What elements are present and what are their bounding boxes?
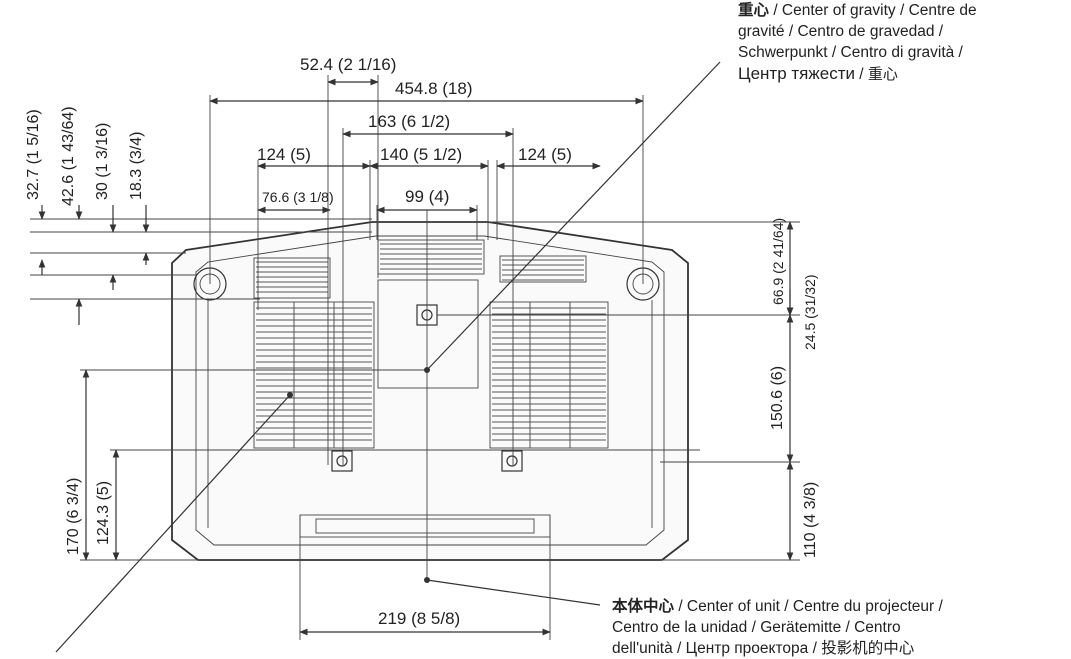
dim-label-18-3: 18.3 (3/4) <box>128 132 145 200</box>
cg-jp-label: 重心 <box>738 2 770 19</box>
front-slot-inner <box>315 518 535 534</box>
projector-outline <box>171 221 689 561</box>
gravity-point <box>424 367 430 373</box>
unit-center-leader <box>426 579 601 606</box>
dim-label-124-left: 124 (5) <box>257 145 311 164</box>
dim-label-124-right: 124 (5) <box>518 145 572 164</box>
dim-label-76-6: 76.6 (3 1/8) <box>262 189 334 205</box>
dim-label-99: 99 (4) <box>405 187 449 206</box>
dim-label-110: 110 (4 3/8) <box>802 482 819 558</box>
mount-point-left <box>331 450 353 472</box>
leader-lines <box>55 61 721 653</box>
dim-label-66-9: 66.9 (2 41/64) <box>770 218 786 305</box>
dim-label-42-6: 42.6 (1 43/64) <box>60 106 77 206</box>
dim-label-140: 140 (5 1/2) <box>380 145 462 164</box>
dim-label-454-8: 454.8 (18) <box>395 79 473 98</box>
vent-top-left <box>253 257 331 299</box>
mount-point-right <box>501 450 523 472</box>
dim-label-32-7: 32.7 (1 5/16) <box>25 109 42 200</box>
dim-label-30: 30 (1 3/16) <box>94 123 111 200</box>
extension-lines <box>30 75 800 640</box>
projector-inner-outline <box>195 235 665 546</box>
center-of-unit-callout: 本体中心 / Center of unit / Centre du projec… <box>612 598 943 657</box>
dim-label-170: 170 (6 3/4) <box>65 478 82 555</box>
dim-label-150-6: 150.6 (6) <box>769 366 786 430</box>
dim-label-163: 163 (6 1/2) <box>368 112 450 131</box>
unit-center-point <box>424 577 430 583</box>
lower-leader <box>55 394 291 653</box>
lower-leader-point <box>287 392 293 398</box>
dim-label-52-4: 52.4 (2 1/16) <box>300 55 396 74</box>
mount-screw-right <box>506 455 518 467</box>
gravity-leader <box>426 61 721 371</box>
center-panel <box>377 279 479 389</box>
side-rails <box>207 300 653 528</box>
grill-lines <box>256 243 606 448</box>
projector-bottom-view <box>171 221 689 561</box>
center-of-gravity-callout: 重心 / Center of gravity / Centre de gravi… <box>738 2 977 83</box>
grill-right <box>489 301 609 449</box>
dim-label-124-3: 124.3 (5) <box>95 481 112 545</box>
mount-screw-left <box>336 455 348 467</box>
grill-left <box>253 301 375 449</box>
dim-label-219: 219 (8 5/8) <box>378 609 460 628</box>
dim-label-24-5: 24.5 (31/32) <box>802 275 818 351</box>
vent-top-right <box>499 255 587 283</box>
cu-jp-label: 本体中心 <box>612 598 675 615</box>
dimension-arrows <box>38 78 794 636</box>
